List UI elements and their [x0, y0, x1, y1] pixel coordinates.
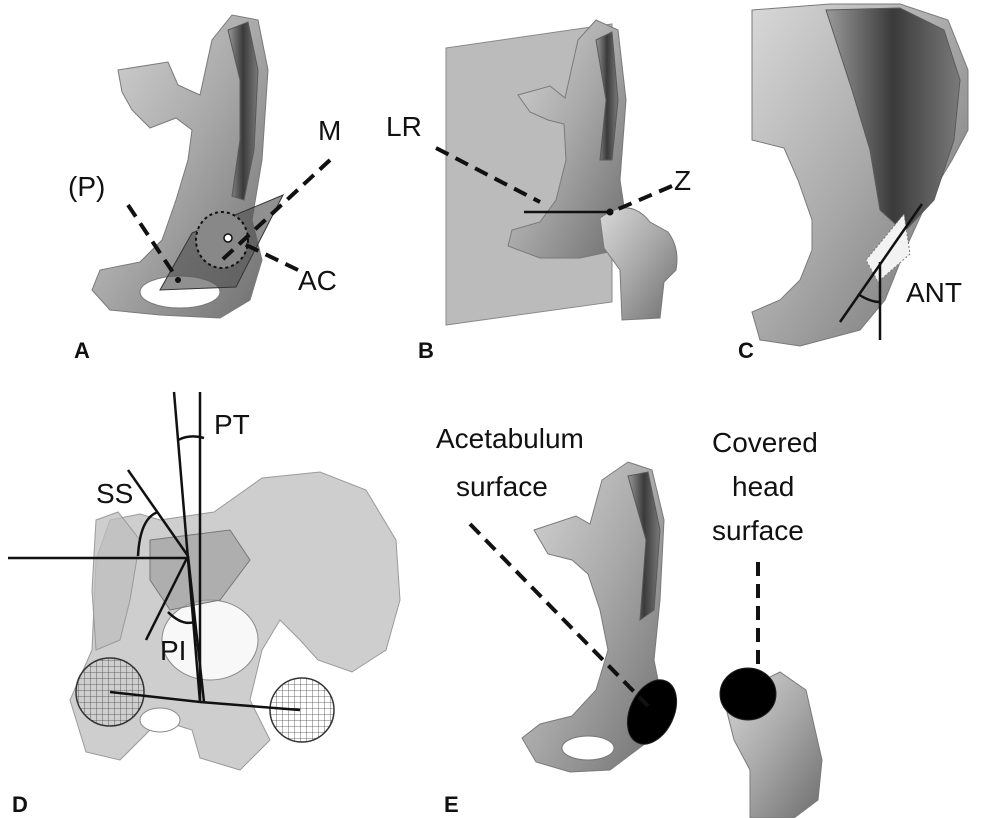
right-femoral-head-sphere: [270, 678, 334, 742]
label-acetabulum-line1: Acetabulum: [436, 423, 584, 454]
panel-letter-d: D: [12, 792, 28, 817]
label-acetabulum-line2: surface: [456, 471, 548, 502]
point-z: [607, 209, 614, 216]
label-covered-line2: head: [732, 471, 794, 502]
panel-letter-e: E: [444, 792, 459, 817]
label-ant: ANT: [906, 277, 962, 308]
label-covered-line1: Covered: [712, 427, 818, 458]
label-lr: LR: [386, 111, 422, 142]
z-dashed-line: [616, 186, 672, 210]
label-ss: SS: [96, 478, 133, 509]
acetabulum-center-point: [224, 234, 232, 242]
panel-letter-c: C: [738, 338, 754, 363]
acetabulum-rim-marker: [196, 212, 248, 268]
label-covered-line3: surface: [712, 515, 804, 546]
panel-letter-b: B: [418, 338, 434, 363]
panel-c: ANT C: [738, 4, 968, 363]
label-z: Z: [674, 165, 691, 196]
label-ac: AC: [298, 265, 337, 296]
label-pi: PI: [160, 635, 186, 666]
label-m: M: [318, 115, 341, 146]
label-pt: PT: [214, 409, 250, 440]
panel-e: Acetabulum surface Covered head surface …: [436, 423, 822, 818]
panel-letter-a: A: [74, 338, 90, 363]
panel-d: PT SS PI D: [8, 392, 400, 817]
panel-a: M (P) AC A: [68, 15, 341, 363]
panel-b: LR Z B: [386, 20, 691, 363]
covered-head-surface-highlight: [720, 668, 776, 720]
label-p: (P): [68, 171, 105, 202]
